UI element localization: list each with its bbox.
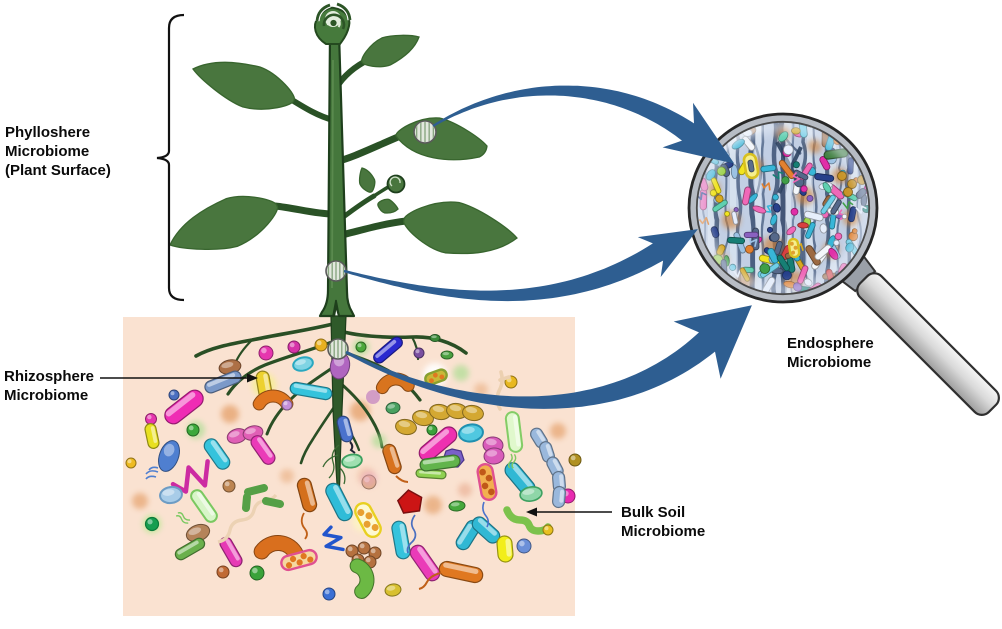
svg-text:Microbiome: Microbiome: [4, 387, 88, 404]
svg-text:(Plant Surface): (Plant Surface): [5, 162, 111, 179]
svg-text:Endosphere: Endosphere: [787, 335, 874, 352]
svg-text:Phylloshere: Phylloshere: [5, 124, 90, 141]
svg-text:Bulk Soil: Bulk Soil: [621, 504, 685, 521]
svg-text:Rhizosphere: Rhizosphere: [4, 368, 94, 385]
svg-text:Microbiome: Microbiome: [787, 354, 871, 371]
svg-text:Microbiome: Microbiome: [621, 523, 705, 540]
svg-text:Microbiome: Microbiome: [5, 143, 89, 160]
